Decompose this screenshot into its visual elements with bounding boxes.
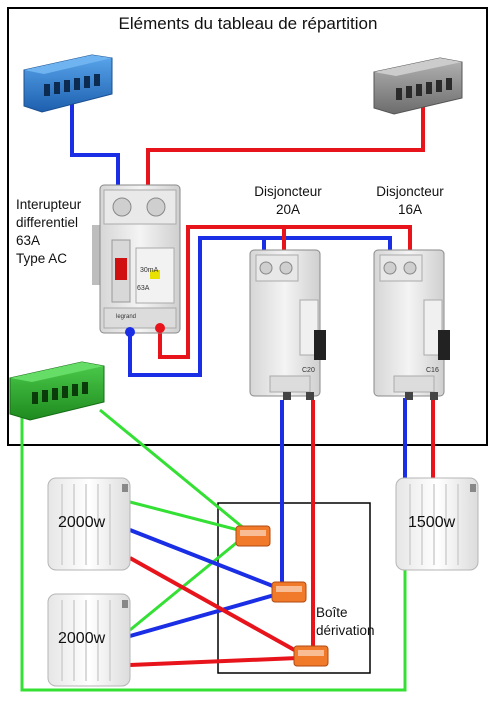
connector-phase	[293, 645, 329, 667]
junction-box-label-line: Boîte	[316, 605, 348, 620]
differential-label-line: 63A	[16, 233, 41, 248]
breaker-20a-label: Disjoncteur 20A	[244, 183, 332, 219]
differential-rating-text: 30mA	[140, 267, 159, 274]
differential-label-line: differentiel	[16, 215, 79, 230]
junction-box-label: Boîte dérivation	[316, 604, 375, 640]
radiator-2	[47, 593, 131, 687]
radiator-1-power: 2000w	[58, 514, 106, 531]
breaker-20a-label-line: Disjoncteur	[254, 184, 322, 199]
radiator-3-power: 1500w	[408, 514, 456, 531]
differential-label-line: Interupteur	[16, 197, 82, 212]
earth-wires	[20, 405, 407, 692]
connector-neutral	[271, 581, 307, 603]
breaker-16a: C16	[373, 249, 450, 400]
breaker-20-code: C20	[302, 367, 315, 374]
breaker-16a-label: Disjoncteur 16A	[366, 183, 454, 219]
phase-wires	[129, 105, 435, 667]
differential-current-text: 63A	[137, 285, 150, 292]
junction-box-label-line: dérivation	[316, 623, 375, 638]
phase-terminal-bar	[373, 57, 463, 115]
differential-brand-text: legrand	[116, 314, 136, 320]
earth-terminal-bar	[9, 361, 105, 421]
junction-box	[217, 502, 371, 674]
page-title: Eléments du tableau de répartition	[118, 14, 378, 33]
differential-switch: 30mA 63A legrand	[92, 184, 181, 337]
breaker-20a: C20	[249, 249, 326, 400]
differential-switch-label: Interupteur differentiel 63A Type AC	[16, 196, 116, 268]
breaker-20a-label-line: 20A	[275, 202, 301, 217]
connector-earth	[235, 525, 271, 547]
breaker-16-code: C16	[426, 367, 439, 374]
breaker-16a-label-line: 16A	[397, 202, 423, 217]
panel-frame	[7, 7, 488, 446]
radiator-1	[47, 477, 131, 571]
breaker-16a-label-line: Disjoncteur	[376, 184, 444, 199]
radiator-3	[395, 477, 479, 571]
differential-label-line: Type AC	[16, 251, 68, 266]
radiator-2-power: 2000w	[58, 630, 106, 647]
neutral-terminal-bar	[23, 54, 113, 113]
